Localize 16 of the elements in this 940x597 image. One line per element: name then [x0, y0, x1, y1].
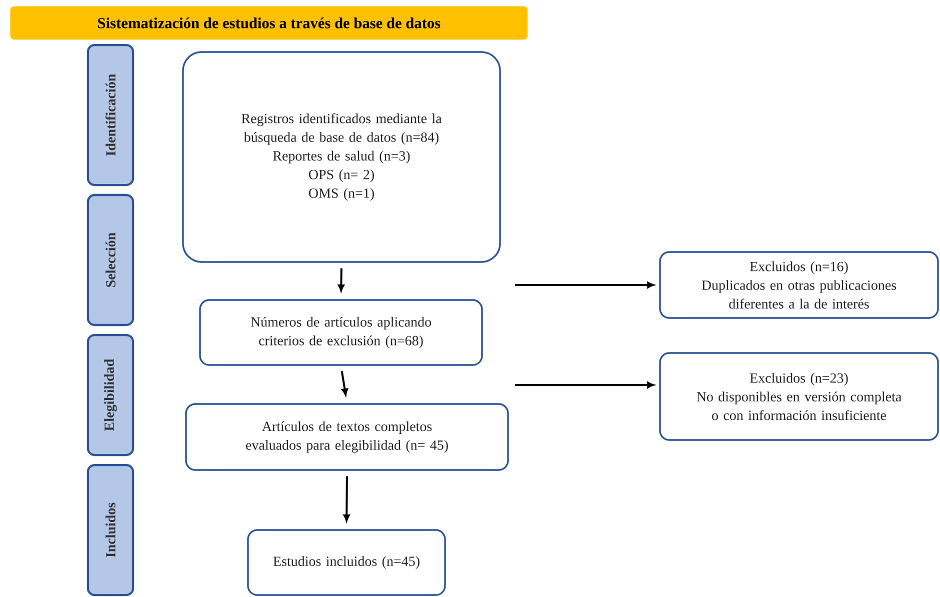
process-box: Registros identificados mediante la búsqueda de base de datos (n=84) Reportes de salud (n=3) OPS (n= 2) OMS (n=1)	[182, 51, 501, 263]
arrow	[515, 382, 654, 388]
process-box: Excluidos (n=16) Duplicados en otras publicaciones diferentes a la de interés	[659, 251, 939, 319]
phase-band: Elegibilidad	[86, 334, 134, 456]
title-banner: Sistematización de estudios a través de base de datos	[10, 6, 528, 40]
phase-band: Incluidos	[86, 464, 134, 596]
process-box: Estudios incluidos (n=45)	[247, 529, 446, 596]
process-box: Excluidos (n=23) No disponibles en versión completa o con información insuficiente	[659, 352, 939, 441]
process-box: Números de artículos aplicando criterios de exclusión (n=68)	[199, 299, 483, 366]
arrow	[338, 268, 344, 292]
arrow	[340, 371, 348, 396]
phase-band: Selección	[86, 194, 134, 326]
process-box: Artículos de textos completos evaluados para elegibilidad (n= 45)	[185, 403, 509, 471]
arrow	[343, 476, 350, 522]
phase-band: Identificación	[86, 44, 134, 186]
arrow	[515, 282, 654, 288]
